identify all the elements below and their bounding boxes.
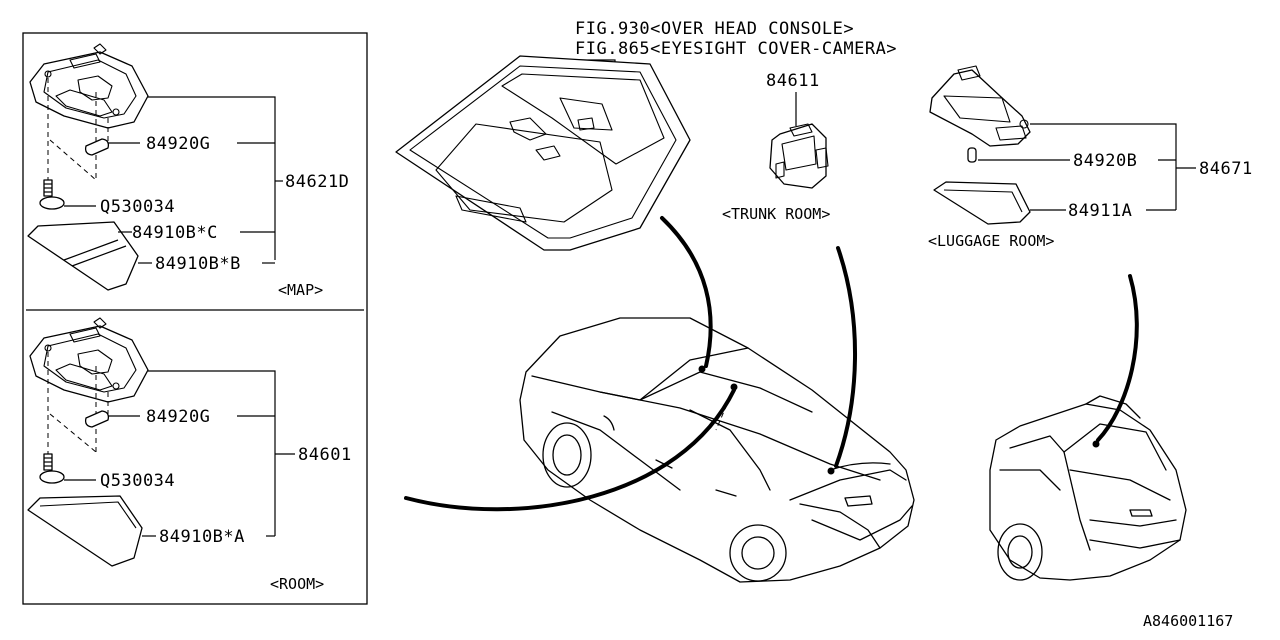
room-assy-label: 84601 (298, 445, 352, 465)
room-lamp-housing (29, 317, 149, 456)
trunk-lamp-label: 84611 (766, 71, 820, 91)
room-bulb-label: 84920G (146, 407, 210, 427)
room-screw (39, 453, 65, 484)
room-caption: <ROOM> (270, 575, 324, 593)
fig930-reference: FIG.930<OVER HEAD CONSOLE> (575, 19, 854, 39)
trunk-caption: <TRUNK ROOM> (722, 205, 830, 223)
room-screw-label: Q530034 (100, 471, 175, 491)
diagram-id: A846001167 (1143, 612, 1233, 630)
room-lens (27, 495, 143, 567)
connector-arcs (404, 216, 1139, 512)
room-leaders (64, 370, 295, 537)
overhead-console (395, 55, 691, 251)
luggage-lens-label: 84911A (1068, 201, 1132, 221)
luggage-assy-label: 84671 (1199, 159, 1253, 179)
wagon-lamp-location (1092, 440, 1100, 448)
map-lamp-housing (29, 43, 149, 185)
room-lens-label: 84910B*A (159, 527, 245, 547)
map-caption: <MAP> (278, 281, 323, 299)
map-lens-b-label: 84910B*B (155, 254, 241, 274)
map-assy-label: 84621D (285, 172, 349, 192)
inset-frame (22, 32, 368, 605)
map-bulb-label: 84920G (146, 134, 210, 154)
map-lens-c-label: 84910B*C (132, 223, 218, 243)
luggage-caption: <LUGGAGE ROOM> (928, 232, 1054, 250)
luggage-leaders (978, 123, 1196, 211)
wagon-car-illustration (989, 395, 1187, 581)
map-screw-label: Q530034 (100, 197, 175, 217)
room-bulb (84, 410, 110, 428)
luggage-bulb (967, 147, 977, 163)
map-screw (39, 179, 65, 210)
map-leaders (64, 96, 283, 264)
map-lens (27, 221, 139, 291)
trunk-lamp (769, 123, 829, 189)
luggage-lamp (929, 65, 1031, 147)
fig865-reference: FIG.865<EYESIGHT COVER-CAMERA> (575, 39, 897, 59)
map-bulb (84, 138, 110, 156)
luggage-bulb-label: 84920B (1073, 151, 1137, 171)
luggage-lens (933, 181, 1031, 225)
